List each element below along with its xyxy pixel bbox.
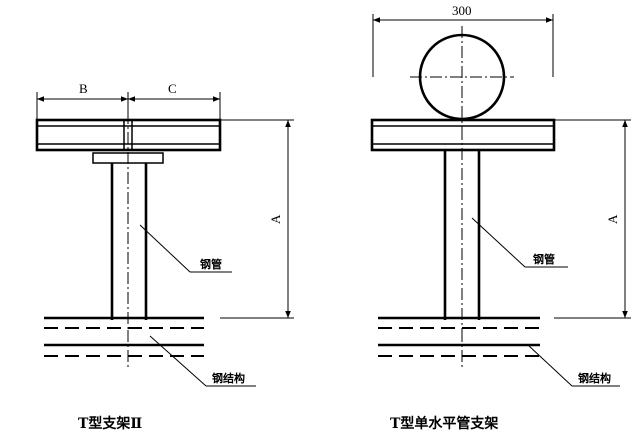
dim-b-c: B C <box>36 81 221 120</box>
right-dim-a: A <box>554 119 631 319</box>
pipe-cross-section <box>410 26 514 128</box>
left-structure-label: 钢结构 <box>212 371 245 385</box>
right-support-figure: 300 A <box>370 3 631 432</box>
right-steel-pipe <box>443 128 481 340</box>
right-figure-title: T型单水平管支架 <box>390 415 498 432</box>
left-steel-structure <box>44 316 204 370</box>
left-pipe-leader: 钢管 <box>139 224 232 273</box>
left-structure-leader: 钢结构 <box>149 335 256 387</box>
dim-300: 300 <box>372 3 554 77</box>
right-structure-leader: 钢结构 <box>527 344 620 387</box>
right-pipe-label: 钢管 <box>533 252 555 266</box>
left-support-figure: B C A <box>35 81 294 432</box>
dim-300-label: 300 <box>452 3 472 18</box>
right-steel-structure <box>378 316 540 370</box>
left-dim-a: A <box>220 119 294 319</box>
dim-b-label: B <box>79 81 88 96</box>
dim-c-label: C <box>168 81 177 96</box>
left-figure-title: T型支架Ⅱ <box>78 415 142 432</box>
right-structure-label: 钢结构 <box>578 371 611 385</box>
right-dim-a-label: A <box>605 214 620 224</box>
right-pipe-leader: 钢管 <box>471 217 568 268</box>
left-steel-pipe <box>110 112 148 340</box>
right-crossbeam <box>370 118 556 152</box>
left-pipe-label: 钢管 <box>200 257 222 271</box>
left-dim-a-label: A <box>268 214 283 224</box>
